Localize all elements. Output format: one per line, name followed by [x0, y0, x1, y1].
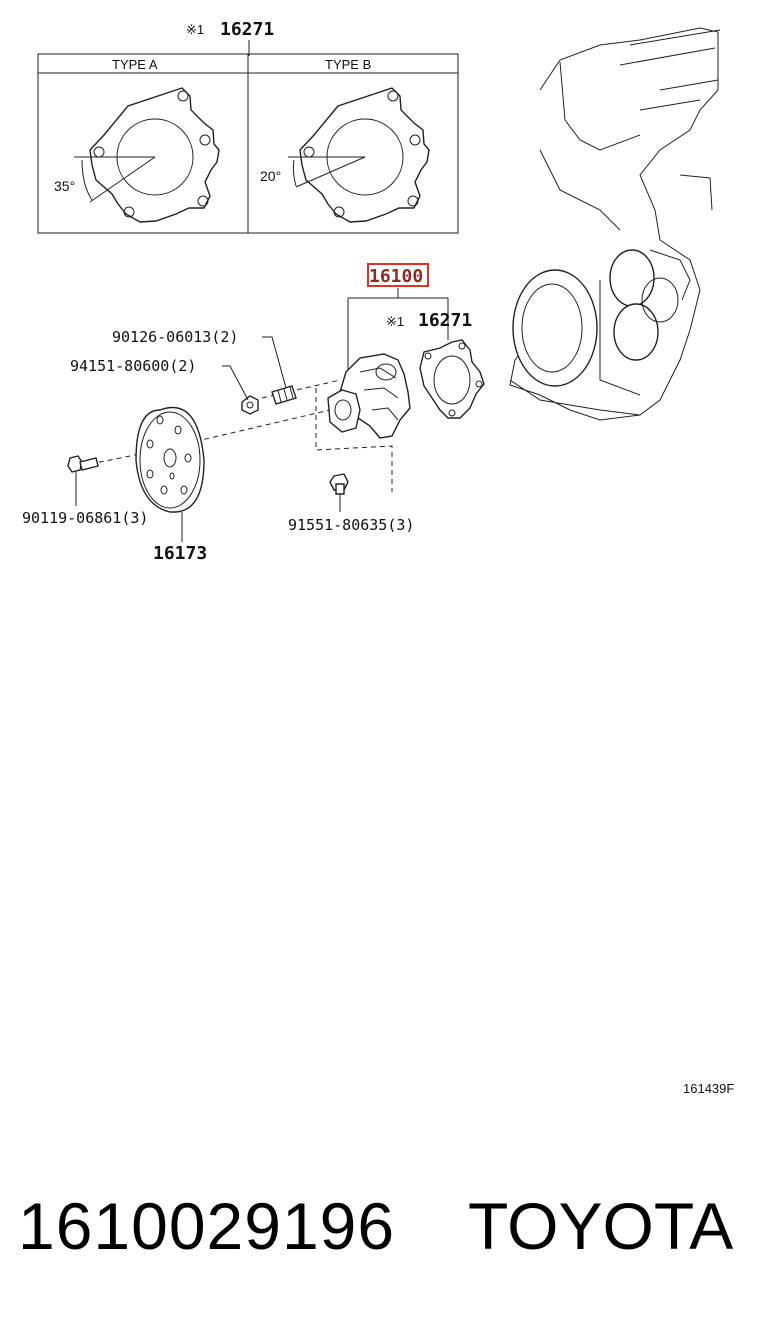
type-b-header: TYPE B — [325, 57, 371, 72]
stud-bolt-drawing — [271, 385, 297, 405]
pump-assembly-highlight — [367, 263, 429, 287]
pulley-bolt-label[interactable]: 90119-06861(3) — [22, 509, 148, 527]
pulley-drawing — [135, 406, 205, 513]
assembly-guide-pulley — [89, 409, 331, 465]
water-pump-drawing — [327, 353, 411, 439]
side-gasket-drawing — [419, 339, 485, 419]
pulley-label[interactable]: 16173 — [153, 543, 207, 564]
type-table: TYPE A TYPE B — [37, 53, 459, 234]
type-a-header: TYPE A — [112, 57, 158, 72]
pump-bolt-drawing — [329, 473, 349, 495]
nut-leader — [222, 365, 249, 401]
stud-bolt-label[interactable]: 90126-06013(2) — [112, 328, 238, 346]
gasket-ref-top-label: 16271 — [220, 19, 274, 40]
gasket-type-a-drawing: 35° — [54, 87, 220, 223]
assembly-guide-lower — [315, 388, 393, 492]
stud-bolt-leader — [262, 336, 287, 389]
ref-mark-top: ※1 — [186, 22, 204, 37]
nut-drawing — [241, 395, 259, 415]
footer-brand: TOYOTA — [468, 1189, 734, 1263]
nut-label[interactable]: 94151-80600(2) — [70, 357, 196, 375]
pulley-bolt-drawing — [67, 455, 99, 473]
diagram-code: 161439F — [683, 1081, 735, 1096]
gasket-ref-side-label[interactable]: 16271 — [418, 310, 472, 331]
type-a-angle-label: 35° — [54, 178, 75, 194]
footer-part-number: 1610029196 — [18, 1189, 396, 1263]
type-b-angle-label: 20° — [260, 168, 281, 184]
pump-assembly-bracket — [347, 288, 449, 370]
gasket-type-b-drawing: 20° — [260, 87, 430, 223]
engine-block-drawing — [509, 27, 721, 421]
ref-mark-side: ※1 — [386, 314, 404, 329]
pump-assembly-label[interactable]: 16100 — [369, 266, 423, 287]
pump-bolt-label[interactable]: 91551-80635(3) — [288, 516, 414, 534]
